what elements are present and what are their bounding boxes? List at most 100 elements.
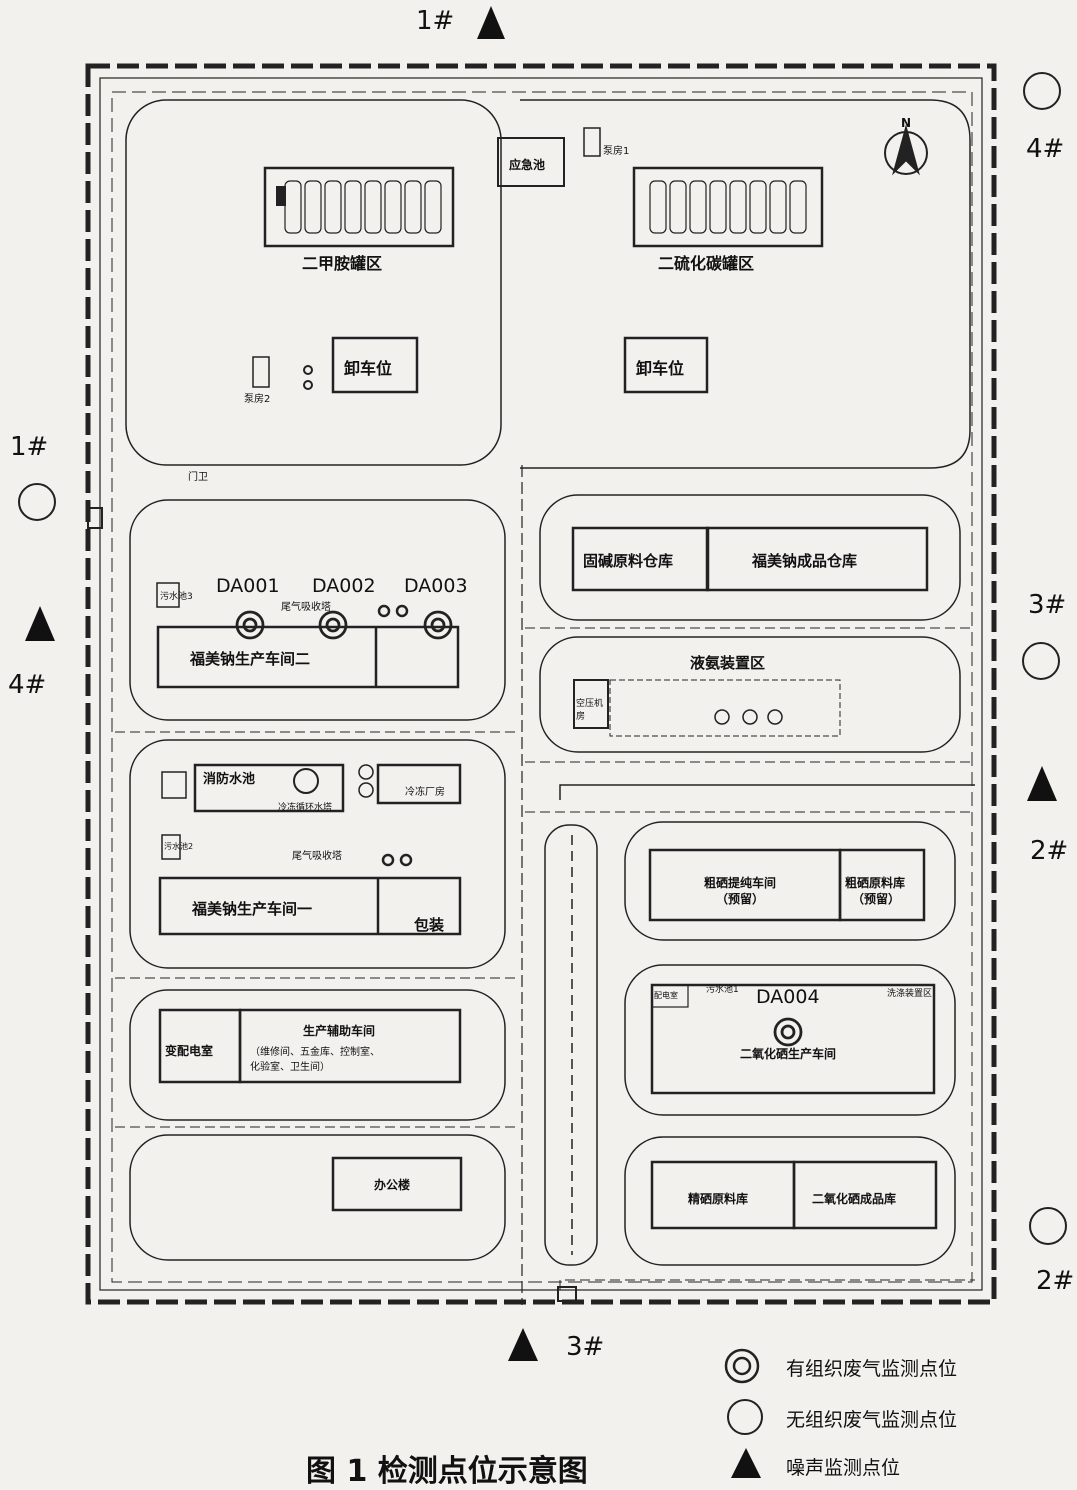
ferbam-workshop-1 — [158, 876, 462, 936]
block-north — [125, 99, 502, 466]
air-compressor-room — [573, 679, 609, 729]
ferbam-workshop-2 — [156, 625, 460, 689]
cs2-tank-area — [632, 166, 824, 248]
dma-tanks — [284, 180, 442, 234]
da003-marker — [423, 610, 453, 640]
fugitive-4-marker — [1023, 72, 1061, 110]
outlet-da002-label: DA002 — [312, 575, 376, 597]
figure-caption: 图 1 检测点位示意图 — [306, 1454, 588, 1489]
distribution-room — [651, 984, 689, 1008]
noise-point-1-label: 1# — [416, 6, 455, 36]
organized-exhaust-markers — [235, 610, 803, 1047]
outlet-da004-label: DA004 — [756, 986, 820, 1008]
crude-se-material — [838, 848, 926, 922]
da004-marker — [773, 1017, 803, 1047]
gate-house-west — [87, 507, 103, 529]
transformer-room-label: 变配电室 — [165, 1044, 214, 1058]
block-crude-se — [624, 821, 956, 941]
north-label: N — [901, 116, 912, 130]
block-ammonia — [539, 636, 961, 753]
unload-bay-1-label: 卸车位 — [344, 359, 393, 378]
office-building — [331, 1156, 463, 1212]
unload-bay-2 — [623, 336, 709, 394]
sewage-pool-2-label: 污水池2 — [164, 842, 194, 851]
se-product-warehouse-label: 二氧化硒成品库 — [812, 1192, 897, 1206]
legend-organized-icon — [724, 1348, 760, 1384]
block-ws1 — [129, 739, 506, 969]
liquid-ammonia-unit — [609, 679, 841, 737]
noise-point-2-label: 2# — [1030, 836, 1069, 866]
office-building-label: 办公楼 — [374, 1178, 411, 1192]
pump-room-2 — [252, 356, 270, 388]
ferbam-product-warehouse — [705, 526, 929, 592]
fine-se-material-label: 精硒原料库 — [688, 1192, 749, 1206]
site-boundary — [85, 63, 997, 1305]
fugitive-point-3-label: 3# — [1028, 590, 1067, 620]
sewage-pool-1-label: 污水池1 — [706, 985, 739, 995]
road-network — [125, 99, 971, 1266]
gate-label: 门卫 — [188, 472, 208, 483]
se-workshop — [650, 983, 936, 1095]
legend-noise-icon — [731, 1448, 761, 1478]
freeze-plant — [376, 763, 462, 805]
crude-se-workshop-label: 粗硒提纯车间 — [704, 876, 777, 890]
se-product-warehouse — [792, 1160, 938, 1230]
fugitive-1-marker — [18, 483, 56, 521]
se-workshop-label: 二氧化硒生产车间 — [740, 1047, 837, 1061]
fire-water-pool — [193, 763, 345, 813]
da002-marker — [318, 610, 348, 640]
noise-2-marker — [1027, 766, 1057, 801]
block-office — [129, 1134, 506, 1261]
noise-point-3-label: 3# — [566, 1332, 605, 1362]
ferbam-workshop-2-label: 福美钠生产车间二 — [190, 650, 311, 668]
fugitive-point-1-label: 1# — [10, 432, 49, 462]
inner-boundary — [99, 77, 983, 1291]
crude-se-workshop-note: （预留） — [716, 892, 765, 906]
dma-tank-area-label: 二甲胺罐区 — [302, 254, 383, 273]
cooling-tower-label: 冷冻循环水塔 — [278, 803, 333, 813]
noise-3-marker — [508, 1328, 538, 1361]
da001-marker — [235, 610, 265, 640]
aux-workshop-label: 生产辅助车间 — [303, 1024, 376, 1038]
packing-label: 包装 — [414, 916, 445, 934]
wash-unit-label: 洗涤装置区 — [887, 989, 933, 999]
legend-fugitive-icon — [727, 1399, 763, 1435]
cs2-tank-area-label: 二硫化碳罐区 — [658, 254, 755, 273]
fugitive-2-marker — [1029, 1207, 1067, 1245]
air-compressor-room-label: 空压机房 — [576, 699, 604, 722]
outlet-da003-label: DA003 — [404, 575, 468, 597]
solid-alkali-warehouse-label: 固碱原料仓库 — [583, 552, 674, 570]
pump-room-1 — [583, 127, 601, 157]
ferbam-product-warehouse-label: 福美钠成品仓库 — [752, 552, 858, 570]
ws1-small-box — [161, 771, 187, 799]
legend-noise-label: 噪声监测点位 — [786, 1457, 901, 1479]
cs2-tanks — [649, 180, 807, 234]
unload-bay-1 — [331, 336, 419, 394]
block-fine-se — [624, 1136, 956, 1266]
fire-water-pool-label: 消防水池 — [203, 772, 256, 787]
sewage-pool-3-label: 污水池3 — [160, 592, 193, 602]
noise-4-marker — [25, 606, 55, 641]
central-road-strip — [544, 824, 598, 1266]
crude-se-material-note: （预留） — [852, 892, 901, 906]
fugitive-point-2-label: 2# — [1036, 1266, 1075, 1296]
noise-point-4-label: 4# — [8, 670, 47, 700]
block-ws2 — [129, 499, 506, 721]
cooling-tower — [293, 768, 319, 794]
aux-workshop-detail-1: （维修间、五金库、控制室、 — [250, 1047, 380, 1058]
pump-room-2-label: 泵房2 — [244, 394, 271, 405]
distribution-room-label: 配电室 — [654, 991, 678, 1000]
ferbam-workshop-1-label: 福美钠生产车间一 — [192, 900, 313, 918]
legend-fugitive-label: 无组织废气监测点位 — [786, 1409, 958, 1431]
liquid-ammonia-unit-label: 液氨装置区 — [690, 654, 766, 672]
legend-organized-label: 有组织废气监测点位 — [786, 1358, 958, 1380]
emergency-pool — [497, 137, 565, 187]
block-warehouse — [539, 494, 961, 621]
dma-tank-area — [263, 166, 455, 248]
crude-se-material-label: 粗硒原料库 — [845, 876, 906, 890]
fugitive-3-marker — [1022, 642, 1060, 680]
aux-workshop-detail-2: 化验室、卫生间） — [250, 1062, 330, 1073]
fugitive-markers — [18, 72, 1067, 1245]
block-se — [624, 964, 956, 1116]
emergency-pool-label: 应急池 — [509, 158, 546, 172]
